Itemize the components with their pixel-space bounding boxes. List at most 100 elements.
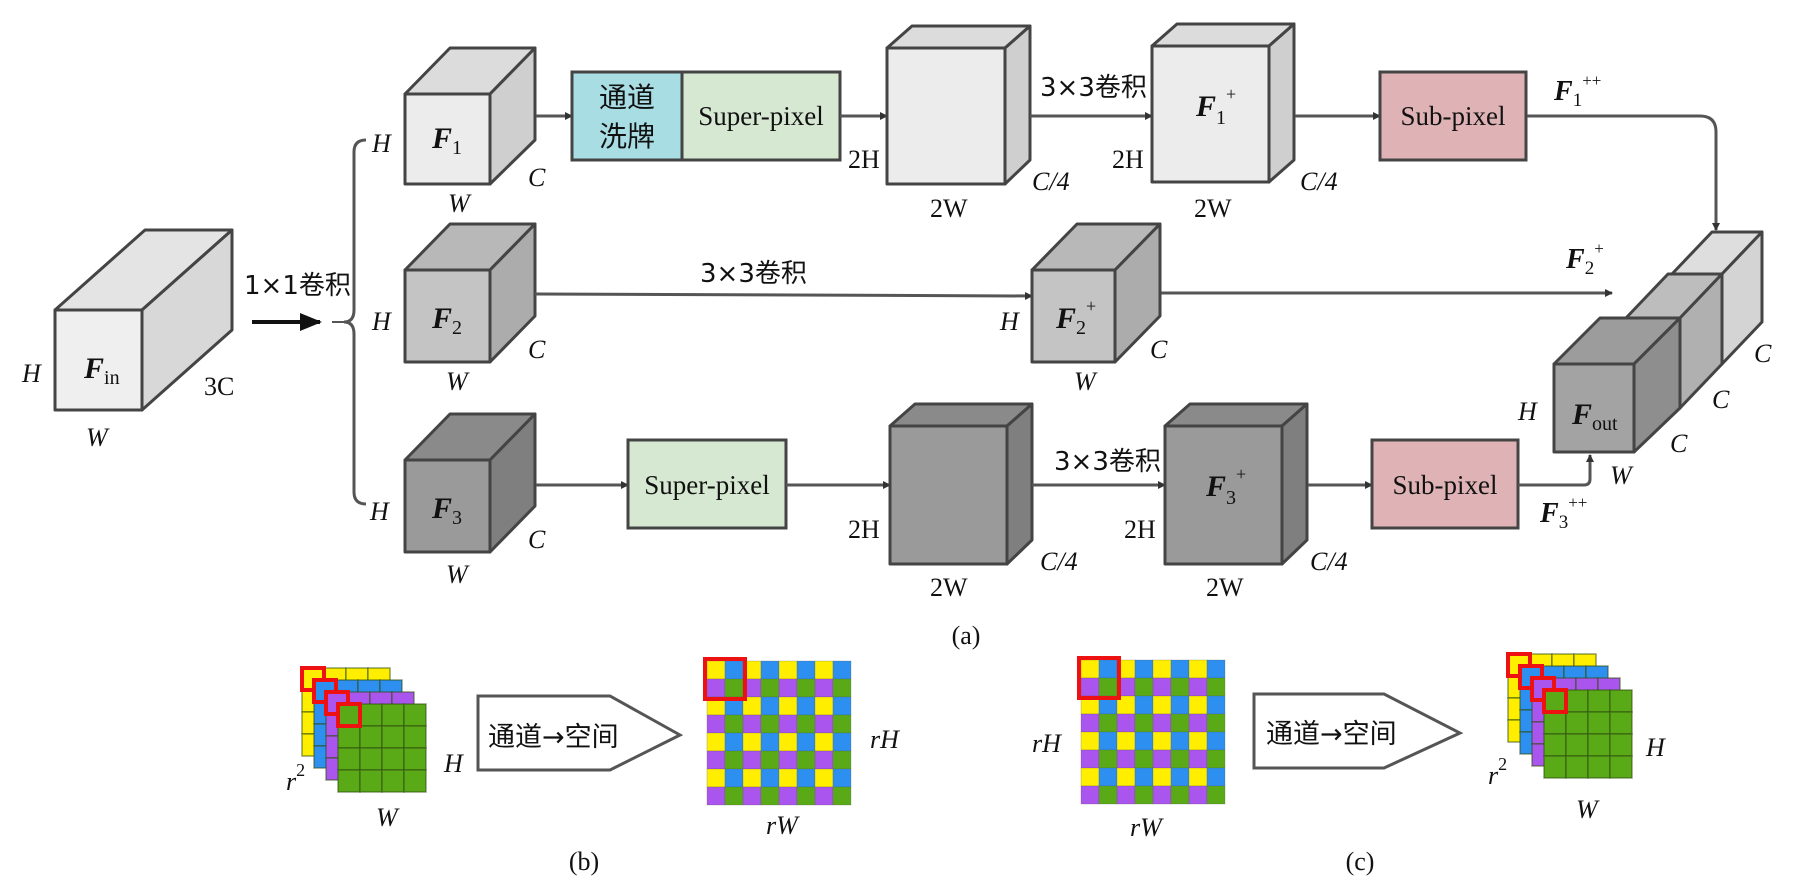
grid-cell [778,696,798,716]
branch-3: F3 H W C Super-pixel 2H 2W C/4 3×3卷积 [369,402,1594,602]
grid-cell [1152,749,1172,769]
grid-cell [778,714,798,734]
stack-cell [337,769,361,793]
grid-cell [832,750,852,770]
stack-cell [381,703,405,727]
grid-cell [724,786,744,806]
upsampled-cube-3: 2H 2W C/4 [848,402,1078,602]
grid-cell [1152,695,1172,715]
stack-cell [1609,755,1633,779]
grid-cell [1152,659,1172,679]
grid-cell [706,750,726,770]
grid-cell [1206,785,1226,805]
up3-h-label: 2H [848,515,880,544]
transform-arrow-b [476,694,684,772]
grid-cell [1116,785,1136,805]
grid-cell [1206,659,1226,679]
grid-cell [1170,677,1190,697]
f3-w-label: W [446,560,470,589]
grid-cell [796,786,816,806]
grid-cell [1188,785,1208,805]
f1p-h-label: 2H [1112,145,1144,174]
grid-cell [706,678,726,698]
grid-cell [760,660,780,680]
grid-cell [1080,785,1100,805]
grid-cell [760,768,780,788]
grid-cell [814,714,834,734]
grid-cell [724,768,744,788]
branch-2: F2 H W C 3×3卷积 F2+ H W C [371,222,1613,396]
super-pixel-box-1 [680,70,842,162]
grid-cell [724,714,744,734]
super-pixel-box-3 [626,438,788,530]
conv-label-1: 3×3卷积 [1040,73,1147,103]
grid-cell [814,732,834,752]
panel-c: rH rW 通道→空间 r2 H W (c) [1032,652,1666,876]
channel-shuffle-label-1: 通道 [599,81,655,114]
grid-cell [832,714,852,734]
stack-c-depth-label: r2 [1488,754,1507,790]
grid-cell [832,678,852,698]
f1-plus-cube: F1+ 2H 2W C/4 [1112,22,1338,223]
output-f2-label: F2+ [1565,239,1604,279]
grid-cell [832,696,852,716]
caption-a: (a) [952,621,981,650]
grid-cell [742,714,762,734]
grid-cell [1134,785,1154,805]
grid-cell [814,786,834,806]
output-c-label-1: C [1670,429,1688,458]
stack-cell [1587,733,1611,757]
highlight-box [1077,656,1121,700]
f2-label: F2 [431,302,462,339]
grid-cell [1116,731,1136,751]
stack-cell [1587,755,1611,779]
grid-cell [1188,695,1208,715]
grid-cell [778,768,798,788]
grid-cell [832,660,852,680]
grid-cell [1098,749,1118,769]
grid-cell [778,750,798,770]
up1-w-label: 2W [930,194,968,223]
output-h-label: H [1517,397,1538,426]
grid-cell [1098,659,1118,679]
grid-cell [1080,713,1100,733]
output-cube: Fout H W C C C F2+ [1517,230,1772,490]
stack-b-depth-label: r2 [286,760,305,796]
stack-cell [403,747,427,771]
grid-cell [1152,767,1172,787]
stack-c-w-label: W [1576,795,1600,824]
output-c-label-3: C [1754,339,1772,368]
grid-cell [814,750,834,770]
conv-label-2: 3×3卷积 [700,259,807,289]
stack-cell [381,725,405,749]
up1-c-label: C/4 [1032,167,1070,196]
grid-cell [1170,767,1190,787]
f3-cube: F3 H W C [369,412,546,589]
grid-cell [724,678,744,698]
grid-cell [832,768,852,788]
grid-cell [796,750,816,770]
f1-w-label: W [448,189,472,218]
grid-c-w-label: rW [1130,813,1164,842]
grid-cell [724,660,744,680]
channel-stack-b [300,666,427,793]
grid-cell [724,750,744,770]
output-c-label-2: C [1712,385,1730,414]
grid-cell [1152,677,1172,697]
grid-cell [760,714,780,734]
grid-cell [760,786,780,806]
grid-cell [1170,749,1190,769]
f2-h-label: H [371,307,392,336]
grid-cell [796,768,816,788]
grid-cell [1098,767,1118,787]
f1p-c-label: C/4 [1300,167,1338,196]
grid-cell [1116,713,1136,733]
grid-cell [706,786,726,806]
stack-cell [403,725,427,749]
output-label: Fout [1571,398,1618,435]
grid-cell [1170,713,1190,733]
panel-b: r2 H W 通道→空间 rH rW (b) [286,657,900,876]
stack-cell [1565,755,1589,779]
stack-cell [1609,733,1633,757]
transform-arrow-c [1252,692,1464,770]
